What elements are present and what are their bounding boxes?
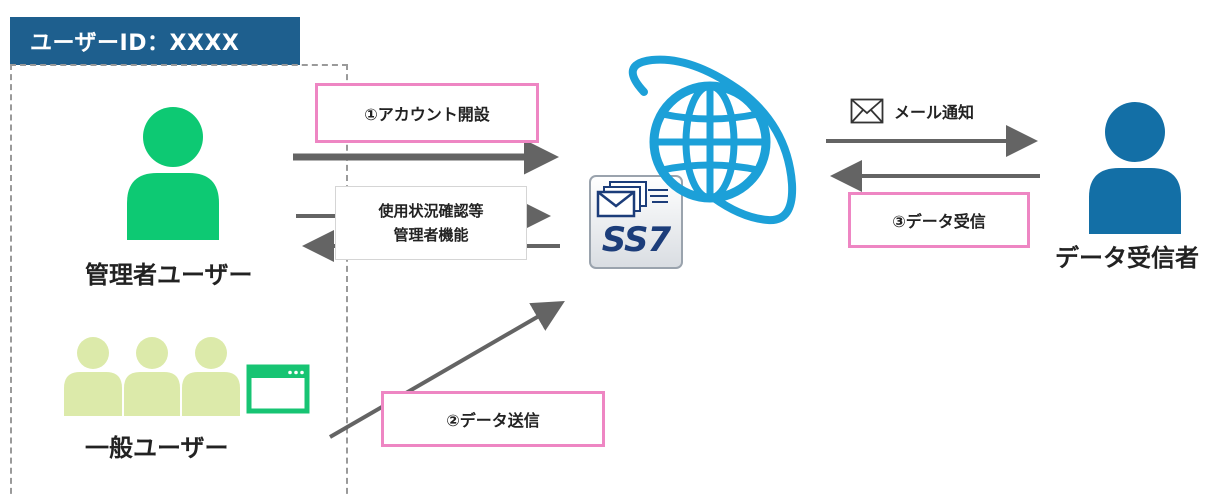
user-id-header: ユーザーID：XXXX bbox=[10, 17, 300, 65]
general-users-icon bbox=[64, 337, 240, 416]
step-send-label: ②データ送信 bbox=[381, 391, 605, 447]
step-receive-label: ③データ受信 bbox=[848, 192, 1030, 248]
receiver-user-icon bbox=[1089, 102, 1181, 234]
ss7-server-icon: SS7 bbox=[588, 174, 684, 270]
step-account-label: ①アカウント開設 bbox=[315, 83, 539, 143]
mail-notice-label: メール通知 bbox=[850, 98, 974, 124]
admin-functions-line1: 使用状況確認等 bbox=[378, 202, 484, 220]
arrow-data-send bbox=[328, 300, 565, 439]
admin-user-label: 管理者ユーザー bbox=[85, 261, 253, 289]
receiver-user-label: データ受信者 bbox=[1055, 244, 1199, 272]
user-id-region bbox=[10, 64, 348, 497]
globe-icon bbox=[628, 55, 797, 225]
mail-notice-text: メール通知 bbox=[894, 103, 975, 122]
admin-user-icon bbox=[127, 107, 219, 240]
browser-window-icon bbox=[246, 364, 310, 414]
general-user-label: 一般ユーザー bbox=[85, 434, 229, 462]
ss7-logo-text: SS7 bbox=[601, 220, 671, 260]
admin-functions-box: 使用状況確認等 管理者機能 bbox=[335, 186, 527, 260]
admin-functions-line2: 管理者機能 bbox=[393, 226, 469, 244]
envelope-icon bbox=[850, 98, 884, 124]
